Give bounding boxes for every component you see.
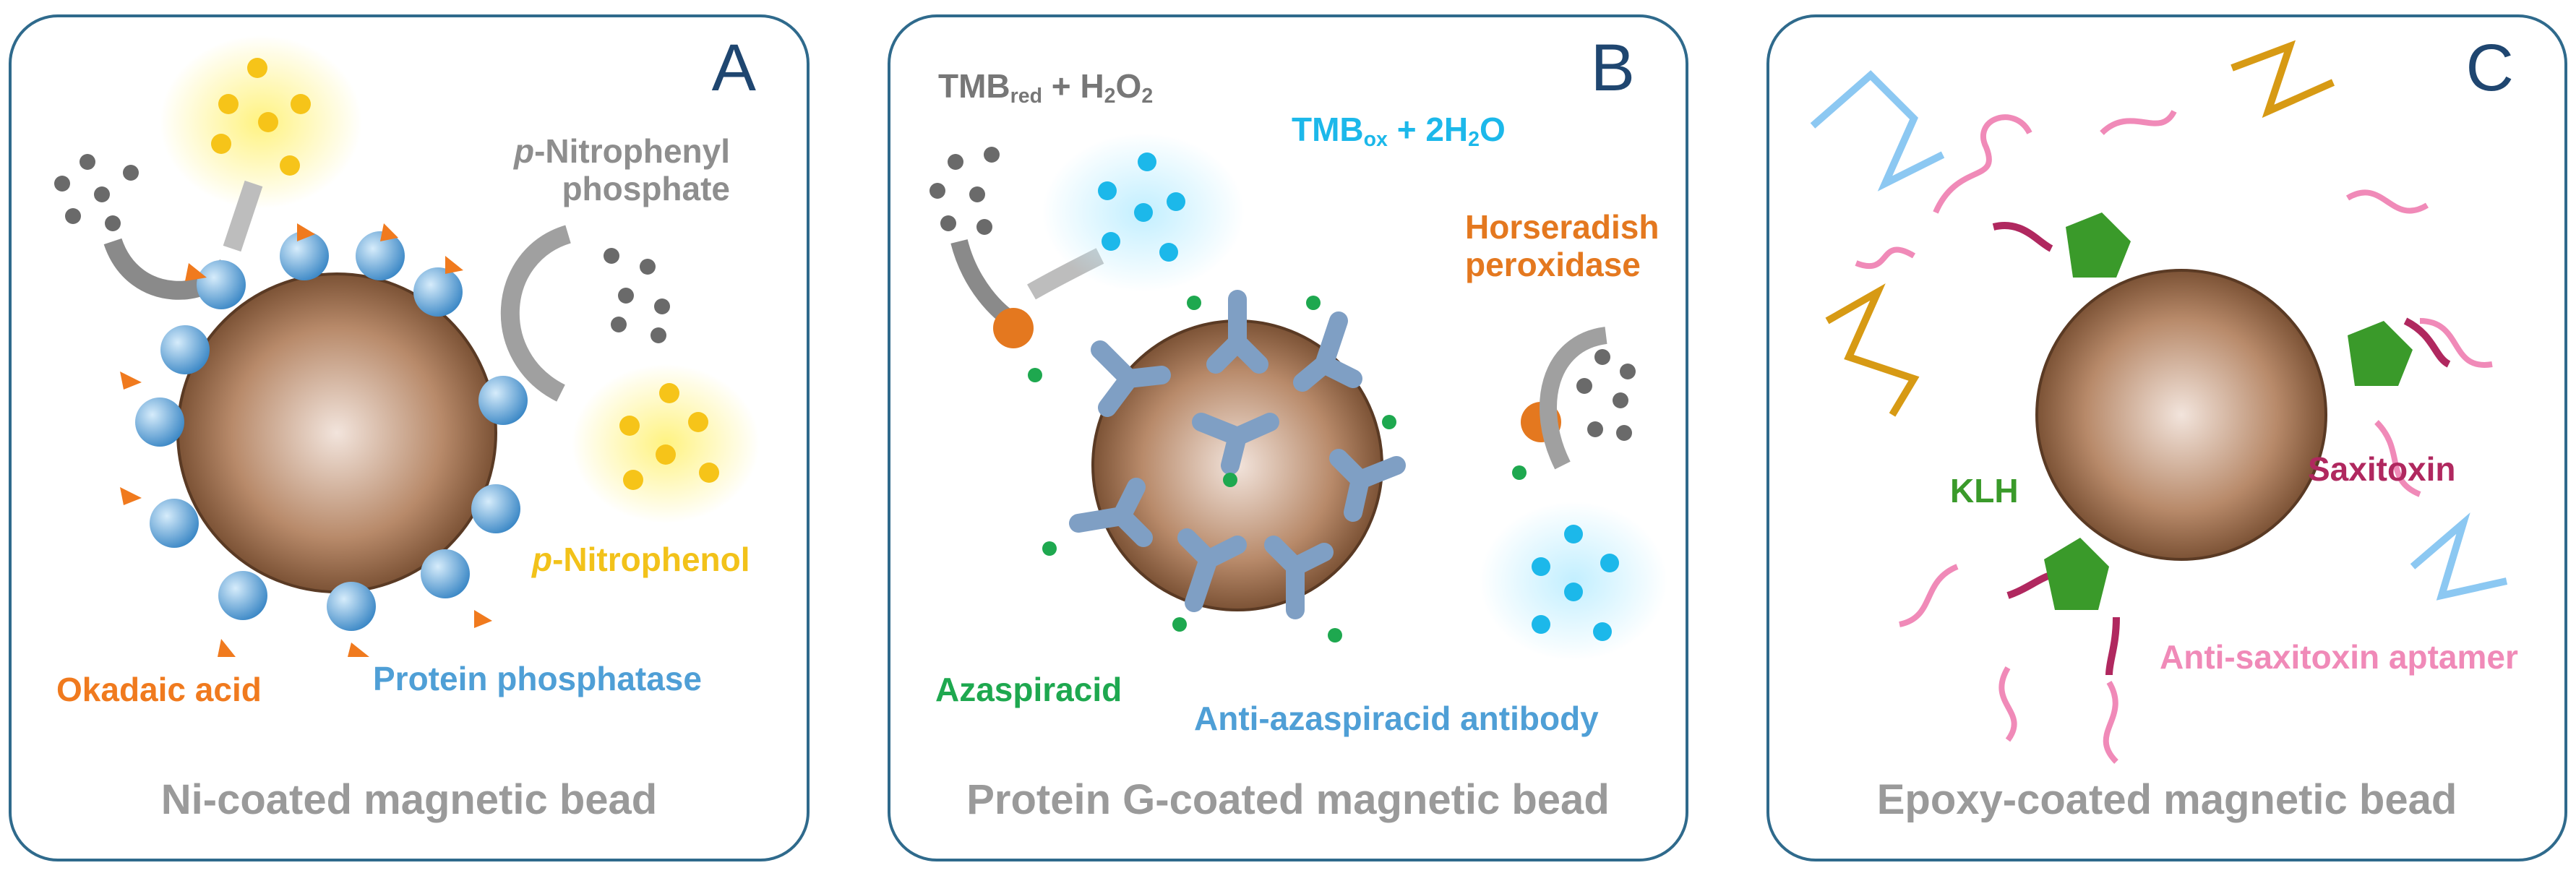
- blue-glow-bottom: [1480, 502, 1667, 661]
- klh-pentagon-3: [2044, 538, 2109, 610]
- tmb-ox-rest: + 2H: [1387, 111, 1469, 148]
- free-aptamer-blue-1: [1810, 70, 1945, 192]
- tmb-red-rest2: O: [1115, 67, 1142, 105]
- panel-caption: Protein G-coated magnetic bead: [966, 776, 1610, 823]
- tmb-ox-rest2: O: [1480, 111, 1506, 148]
- panel-a: A p-Nitrophenyl phosphate p-Nitrophenol …: [9, 14, 810, 861]
- panel-letter: C: [2465, 31, 2514, 105]
- yellow-glow-right: [572, 364, 760, 523]
- antibodies: [1069, 290, 1406, 619]
- free-strand-gold-1: [2231, 40, 2335, 119]
- substrate-stars-right: [604, 248, 670, 343]
- tmb-red-main: TMB: [938, 67, 1010, 105]
- tmb-red-sub2: 2: [1104, 85, 1116, 108]
- arrow-out-a: [223, 180, 263, 252]
- tmb-red-rest: + H: [1042, 67, 1104, 105]
- substrate-stars-left: [54, 154, 139, 231]
- protein-phosphatase-label: Protein phosphatase: [373, 660, 702, 697]
- panel-caption: Ni-coated magnetic bead: [160, 776, 658, 823]
- hrp-left: [993, 308, 1034, 348]
- tmb-ox-label: TMBox + 2H2O: [1292, 111, 1506, 152]
- tmb-ox-sub: ox: [1363, 128, 1388, 152]
- tmb-red-label: TMBred + H2O2: [938, 67, 1154, 108]
- klh-pentagon-1: [2066, 212, 2131, 278]
- tmb-ox-main: TMB: [1292, 111, 1364, 148]
- protein-phosphatase-units: [135, 231, 528, 631]
- panel-letter: A: [711, 31, 756, 105]
- okadaic-acid-label: Okadaic acid: [56, 671, 262, 708]
- panel-b: B TMBred + H2O2 TMBox + 2H2O Horseradish…: [888, 14, 1688, 861]
- klh-pentagon-2: [2348, 321, 2413, 386]
- p-nitrophenol-stars-right: [619, 383, 719, 490]
- tmb-ox-stars-bottom: [1532, 525, 1619, 641]
- substrate-rest: -Nitrophenyl: [534, 132, 730, 170]
- p-nitrophenol-stars-top: [211, 58, 311, 176]
- panel-c-illustration: [1810, 40, 2508, 764]
- magnetic-bead: [2035, 269, 2327, 561]
- azaspiracid-label: Azaspiracid: [935, 671, 1122, 708]
- magnetic-bead: [176, 272, 497, 593]
- panel-b-illustration: [929, 133, 1667, 661]
- antibody-label: Anti-azaspiracid antibody: [1194, 700, 1599, 737]
- tmb-red-sub: red: [1010, 85, 1043, 108]
- free-strand-gold-2: [1825, 283, 1920, 417]
- substrate-prefix: p: [514, 132, 535, 170]
- arrow-right-a: [500, 225, 572, 402]
- tmb-red-sub3: 2: [1141, 85, 1154, 108]
- klh-label: KLH: [1950, 472, 2019, 510]
- okadaic-acid-triangles: [120, 223, 492, 657]
- panel-caption: Epoxy-coated magnetic bead: [1876, 776, 2457, 823]
- tmb-ox-sub2: 2: [1468, 128, 1480, 152]
- azaspiracid-dots: [1028, 296, 1527, 643]
- product-rest: -Nitrophenol: [552, 541, 750, 578]
- panel-c: C KLH Saxitoxin Anti-saxitoxin aptamer E…: [1766, 14, 2567, 861]
- tmb-red-stars-left: [929, 147, 1000, 235]
- product-label: p-Nitrophenol: [532, 541, 750, 579]
- arrow-in-b: [950, 238, 1018, 329]
- aptamer-strands: [1855, 109, 2493, 764]
- hrp-label: Horseradish peroxidase: [1465, 208, 1660, 283]
- panel-a-illustration: [54, 35, 760, 657]
- hrp-line2: peroxidase: [1465, 245, 1641, 283]
- aptamer-label: Anti-saxitoxin aptamer: [2160, 638, 2518, 676]
- hrp-line1: Horseradish: [1465, 208, 1660, 246]
- product-prefix: p: [532, 541, 553, 578]
- saxitoxin-label: Saxitoxin: [2308, 450, 2456, 488]
- arrow-right-b: [1540, 327, 1608, 470]
- substrate-line2: phosphate: [562, 169, 730, 207]
- tmb-red-stars-right: [1576, 349, 1636, 441]
- substrate-label: p-Nitrophenyl phosphate: [514, 132, 730, 207]
- free-aptamer-blue-2: [2410, 512, 2508, 601]
- tmb-ox-stars-top: [1098, 152, 1185, 262]
- panel-letter: B: [1590, 31, 1635, 105]
